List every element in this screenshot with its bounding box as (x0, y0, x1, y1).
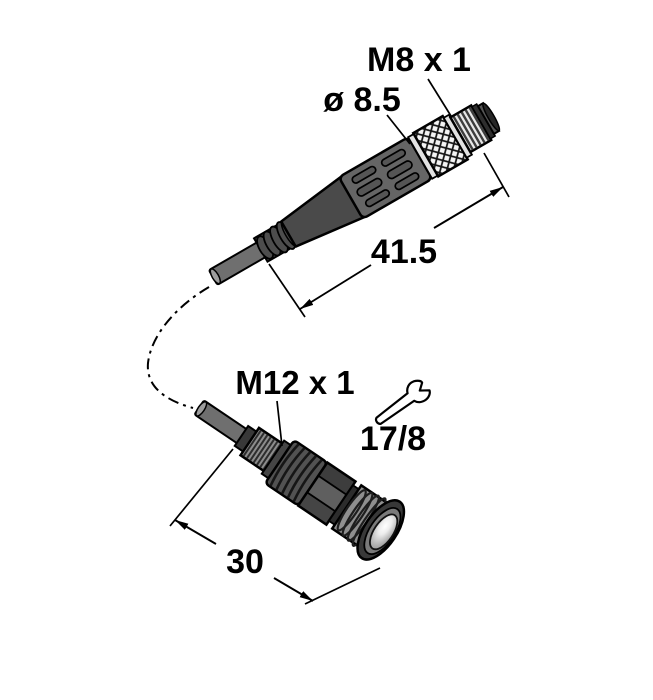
m8-thread-section (448, 103, 493, 154)
m8-diameter-label: ø 8.5 (323, 81, 400, 119)
m12-thread-label: M12 x 1 (235, 364, 354, 401)
m12-face-lens (356, 499, 406, 561)
m12-dimension-line-upper (174, 519, 217, 545)
m12-thread-leader-line (276, 400, 283, 447)
m8-extension-line-tip (483, 152, 510, 198)
m8-grip-sleeve (339, 137, 432, 219)
cable-path-dashed-line (146, 286, 210, 409)
m12-extension-line-front (304, 567, 381, 605)
m8-extension-line-rear (268, 263, 306, 318)
m8-cable (208, 239, 270, 286)
m12-dimension-line-lower (273, 577, 314, 602)
m8-diameter-leader-line (386, 114, 411, 145)
wrench-size-label: 17/8 (360, 420, 426, 458)
m8-length-dimension (268, 152, 510, 318)
m8-dimension-line-lower (299, 264, 372, 310)
m12-length-label: 30 (226, 543, 264, 581)
m8-connector-illustration (208, 101, 501, 286)
m8-thread-label: M8 x 1 (367, 41, 471, 79)
m12-length-dimension (169, 448, 381, 605)
m8-length-label: 41.5 (371, 233, 437, 271)
m12-ribbed-nut (265, 440, 327, 506)
m8-tip-cap (470, 101, 501, 140)
m12-gland-thread (238, 426, 286, 474)
m8-thread-leader-line (427, 78, 452, 117)
m8-dimension-line-upper (433, 186, 504, 229)
wrench-icon (374, 379, 431, 425)
m12-connector-illustration (194, 400, 406, 561)
m12-extension-line-rear (169, 448, 234, 527)
